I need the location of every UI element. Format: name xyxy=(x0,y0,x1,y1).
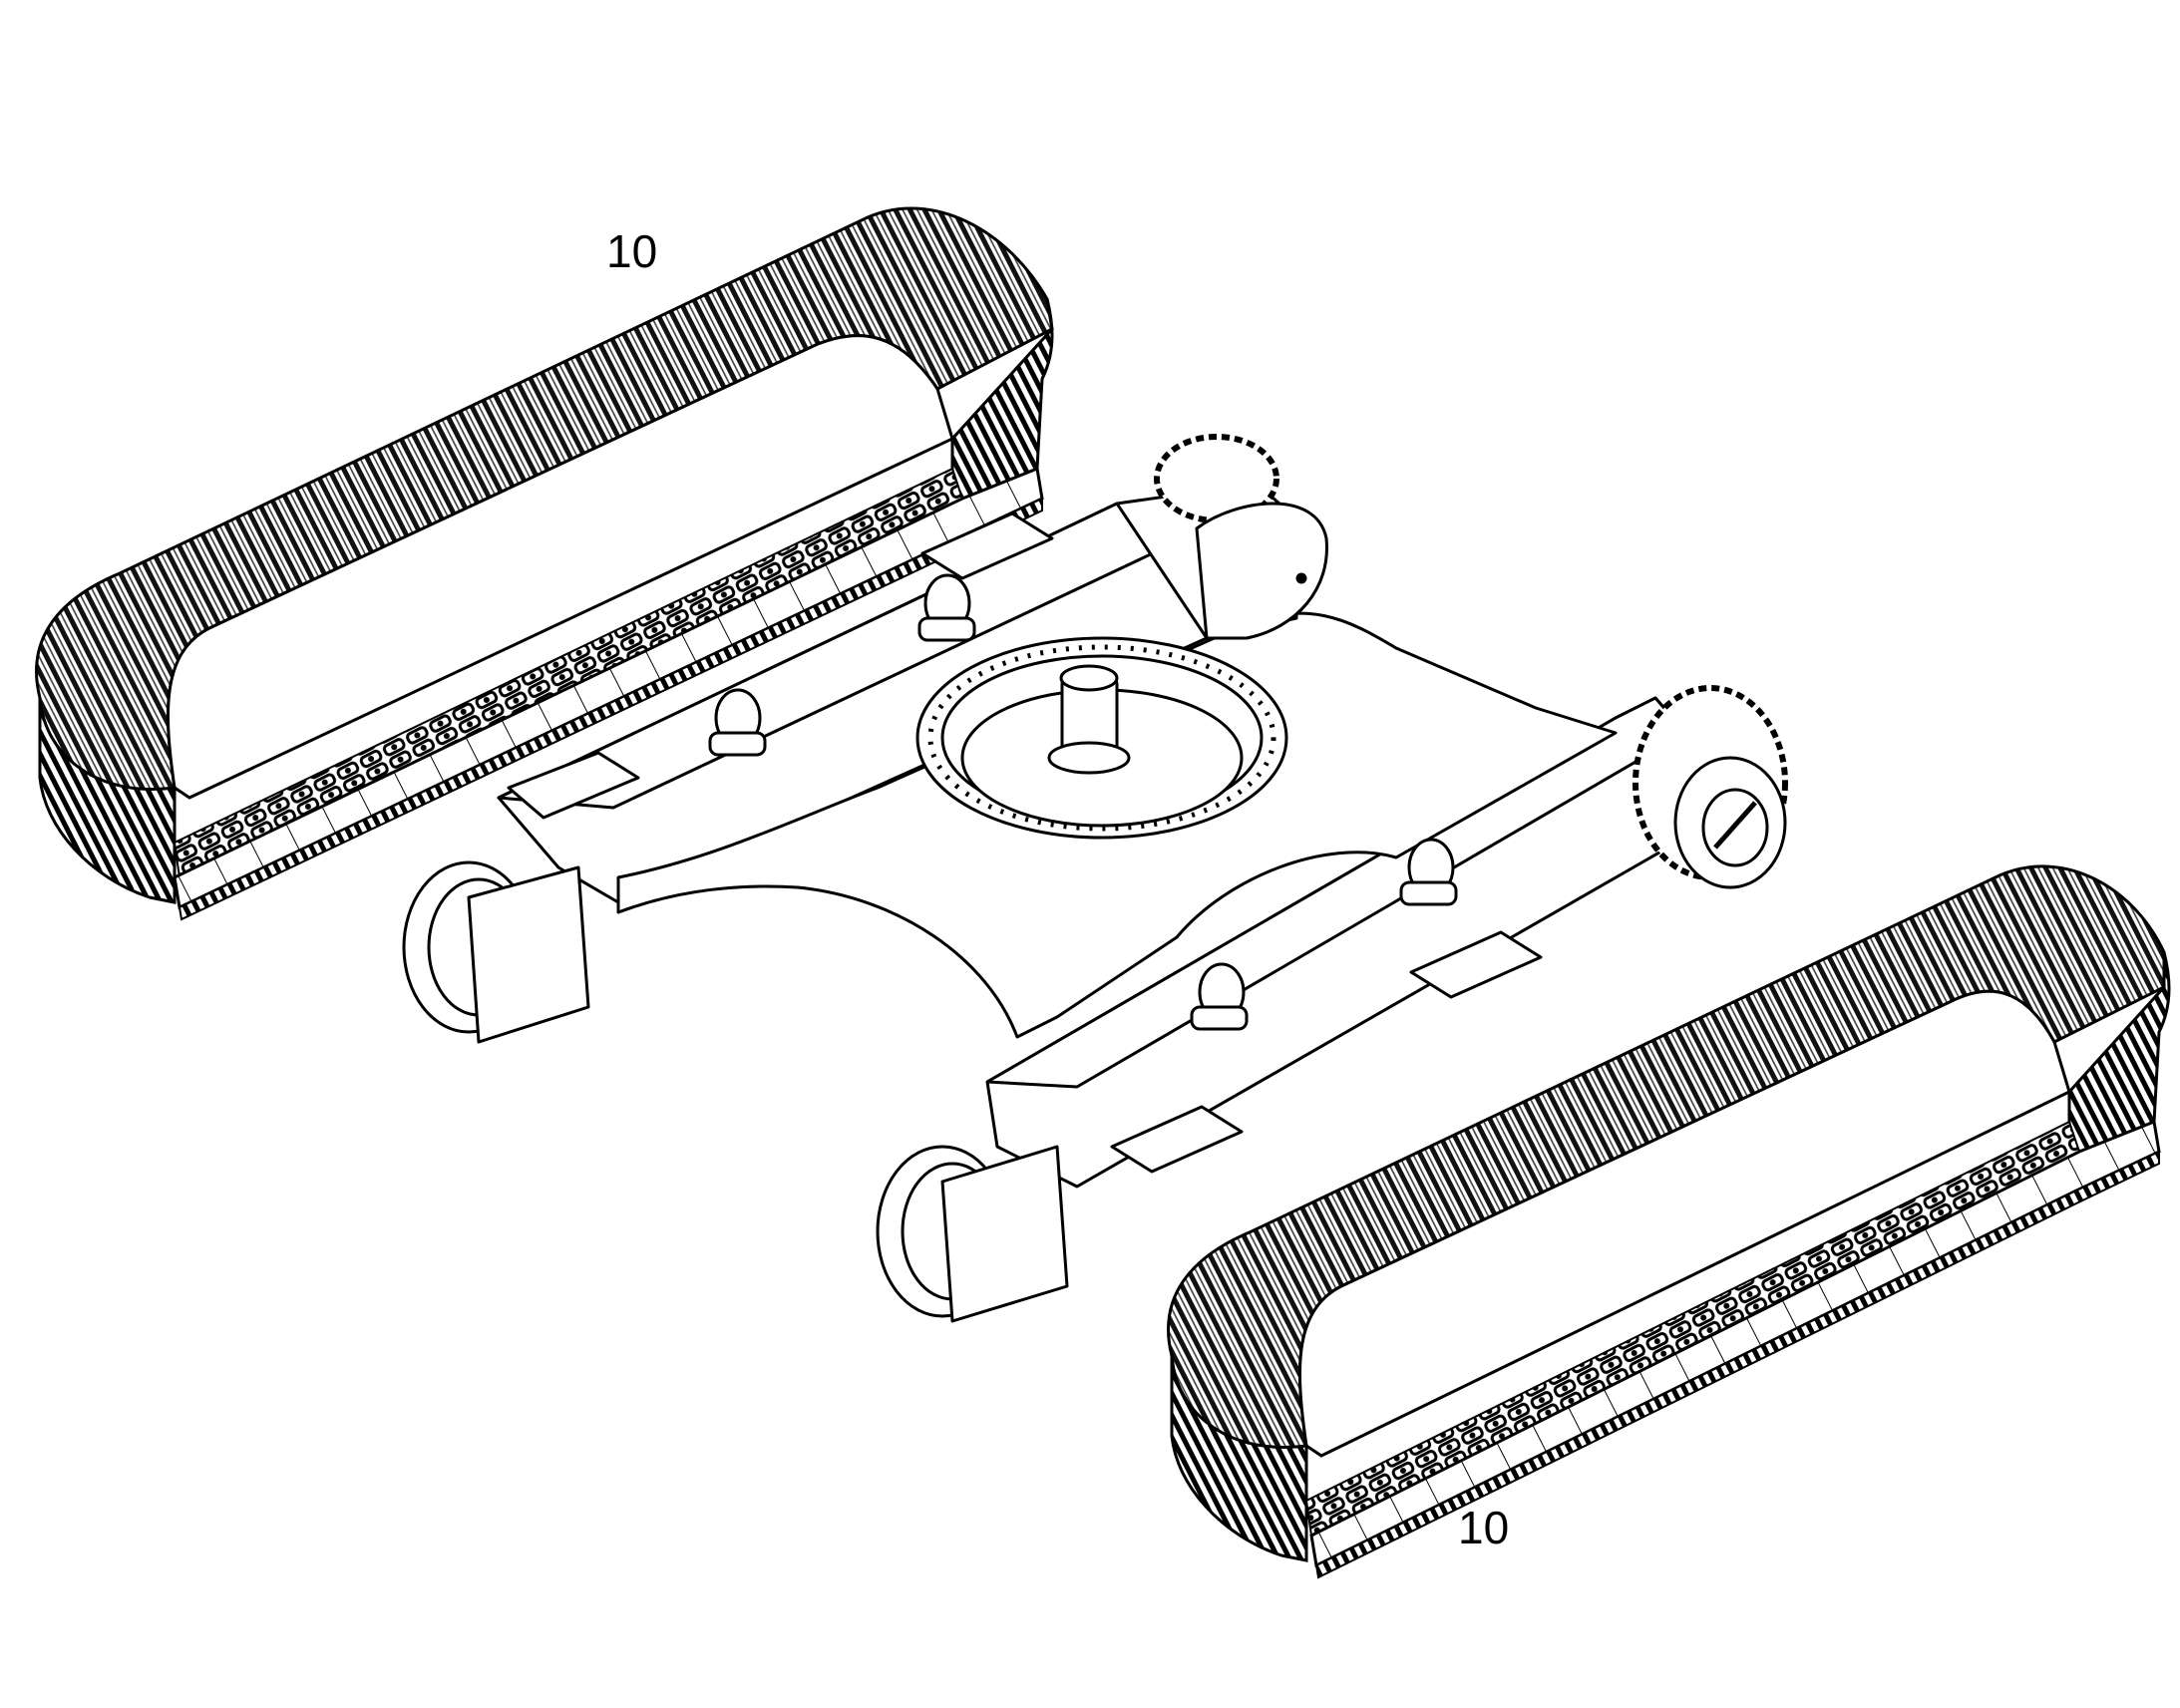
callout-label-upper: 10 xyxy=(606,225,657,277)
carrier-roller-2 xyxy=(917,573,976,642)
rotary-joint-base xyxy=(1047,741,1131,775)
carrier-roller-1 xyxy=(708,688,767,757)
callout-label-lower: 10 xyxy=(1458,1502,1509,1553)
track-outer-edge xyxy=(38,697,177,904)
step-plate-2 xyxy=(920,512,1054,580)
sprocket-lower xyxy=(1633,685,1788,889)
carrier-roller-3 xyxy=(1190,962,1249,1031)
undercarriage-frame xyxy=(402,434,1788,1323)
step-plate-3 xyxy=(1409,930,1543,999)
track-bottom-teeth xyxy=(1314,1150,2160,1579)
idler-wheel-lower xyxy=(876,1145,1069,1323)
track-inner-cavity xyxy=(1297,989,2071,1458)
drive-motor-cover-upper xyxy=(1195,502,1328,640)
lower-right-track xyxy=(1167,864,2171,1579)
carrier-roller-4 xyxy=(1399,838,1458,906)
step-plate-1 xyxy=(507,751,640,820)
sprocket-upper xyxy=(1115,434,1328,640)
track-inner-cavity xyxy=(166,334,954,800)
rotary-joint-top xyxy=(1059,664,1119,692)
step-plate-4 xyxy=(1110,1105,1244,1174)
slewing-ring-bolts xyxy=(927,644,1276,832)
idler-wheel-upper xyxy=(402,860,590,1044)
track-outer-edge xyxy=(1170,1355,1308,1562)
